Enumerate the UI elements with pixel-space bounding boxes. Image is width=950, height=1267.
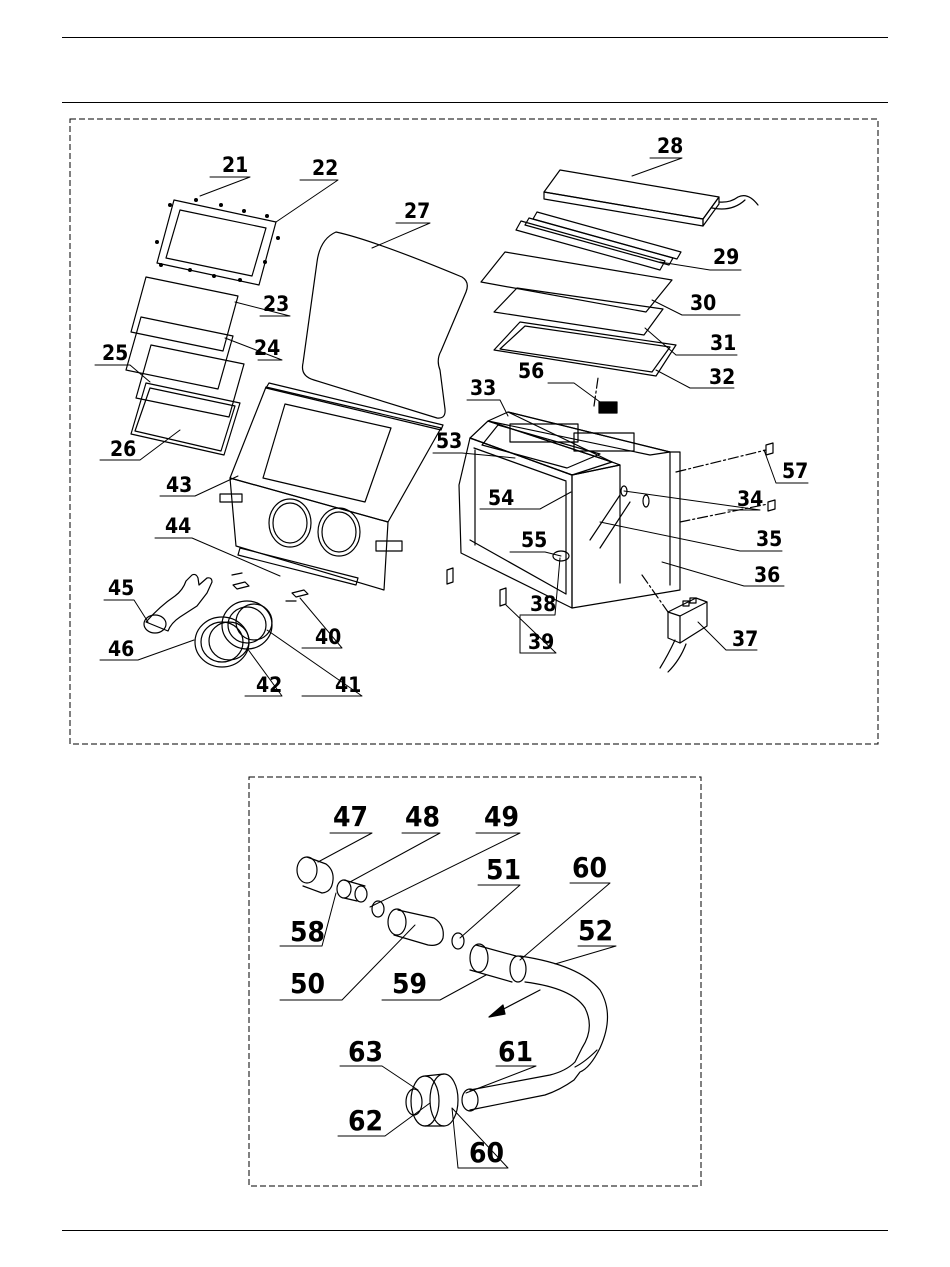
callout-42: 42 — [256, 673, 282, 697]
door-clip-part — [232, 573, 308, 601]
callout-24: 24 — [254, 336, 280, 360]
protective-film-sheet — [131, 277, 238, 351]
hose-callouts: 47 48 49 51 60 52 58 50 59 63 61 62 60 — [290, 800, 613, 1169]
callout-50: 50 — [290, 967, 325, 1000]
latch-part — [447, 568, 506, 606]
callout-61: 61 — [498, 1035, 533, 1068]
callout-39: 39 — [528, 630, 554, 654]
window-gasket-part — [131, 383, 240, 455]
callout-40: 40 — [315, 625, 341, 649]
callout-26: 26 — [110, 437, 136, 461]
callout-36: 36 — [754, 563, 780, 587]
callout-34: 34 — [737, 487, 763, 511]
callout-63: 63 — [348, 1035, 383, 1068]
callout-43: 43 — [166, 473, 192, 497]
callout-45: 45 — [108, 576, 134, 600]
callout-56: 56 — [518, 359, 544, 383]
callout-28: 28 — [657, 134, 683, 158]
callout-57: 57 — [782, 459, 808, 483]
callout-59: 59 — [392, 967, 427, 1000]
callout-30: 30 — [690, 291, 716, 315]
callout-52: 52 — [578, 914, 613, 947]
callout-32: 32 — [709, 365, 735, 389]
door-seal-part — [302, 232, 467, 418]
callout-49: 49 — [484, 800, 519, 833]
callout-27: 27 — [404, 199, 430, 223]
callout-46: 46 — [108, 637, 134, 661]
callout-53: 53 — [436, 429, 462, 453]
callout-58: 58 — [290, 915, 325, 948]
callout-37: 37 — [732, 627, 758, 651]
callout-21: 21 — [222, 153, 248, 177]
callout-44: 44 — [165, 514, 191, 538]
glove-rings — [195, 601, 272, 667]
callout-60-top: 60 — [572, 851, 607, 884]
callout-60-bottom: 60 — [469, 1136, 504, 1169]
callout-23: 23 — [263, 292, 289, 316]
glove-part — [144, 574, 212, 633]
callout-33: 33 — [470, 376, 496, 400]
callout-51: 51 — [486, 853, 521, 886]
callout-38: 38 — [530, 592, 556, 616]
blast-hose-assembly — [297, 857, 608, 1126]
window-frame-part — [155, 198, 280, 285]
callout-25: 25 — [102, 341, 128, 365]
light-rails-part — [516, 212, 681, 270]
callout-62: 62 — [348, 1104, 383, 1137]
callout-55: 55 — [521, 528, 547, 552]
callout-31: 31 — [710, 331, 736, 355]
flow-direction-arrow — [489, 990, 540, 1017]
callout-48: 48 — [405, 800, 440, 833]
light-box-part — [544, 170, 758, 226]
callout-22: 22 — [312, 156, 338, 180]
door-strip-part — [238, 548, 358, 585]
callout-54: 54 — [488, 486, 514, 510]
switch-box-part — [660, 598, 707, 672]
callout-29: 29 — [713, 245, 739, 269]
callout-35: 35 — [756, 527, 782, 551]
top-film-sheet — [494, 288, 663, 335]
top-glass-sheet — [481, 252, 672, 312]
callout-47: 47 — [333, 800, 368, 833]
callout-41: 41 — [335, 673, 361, 697]
